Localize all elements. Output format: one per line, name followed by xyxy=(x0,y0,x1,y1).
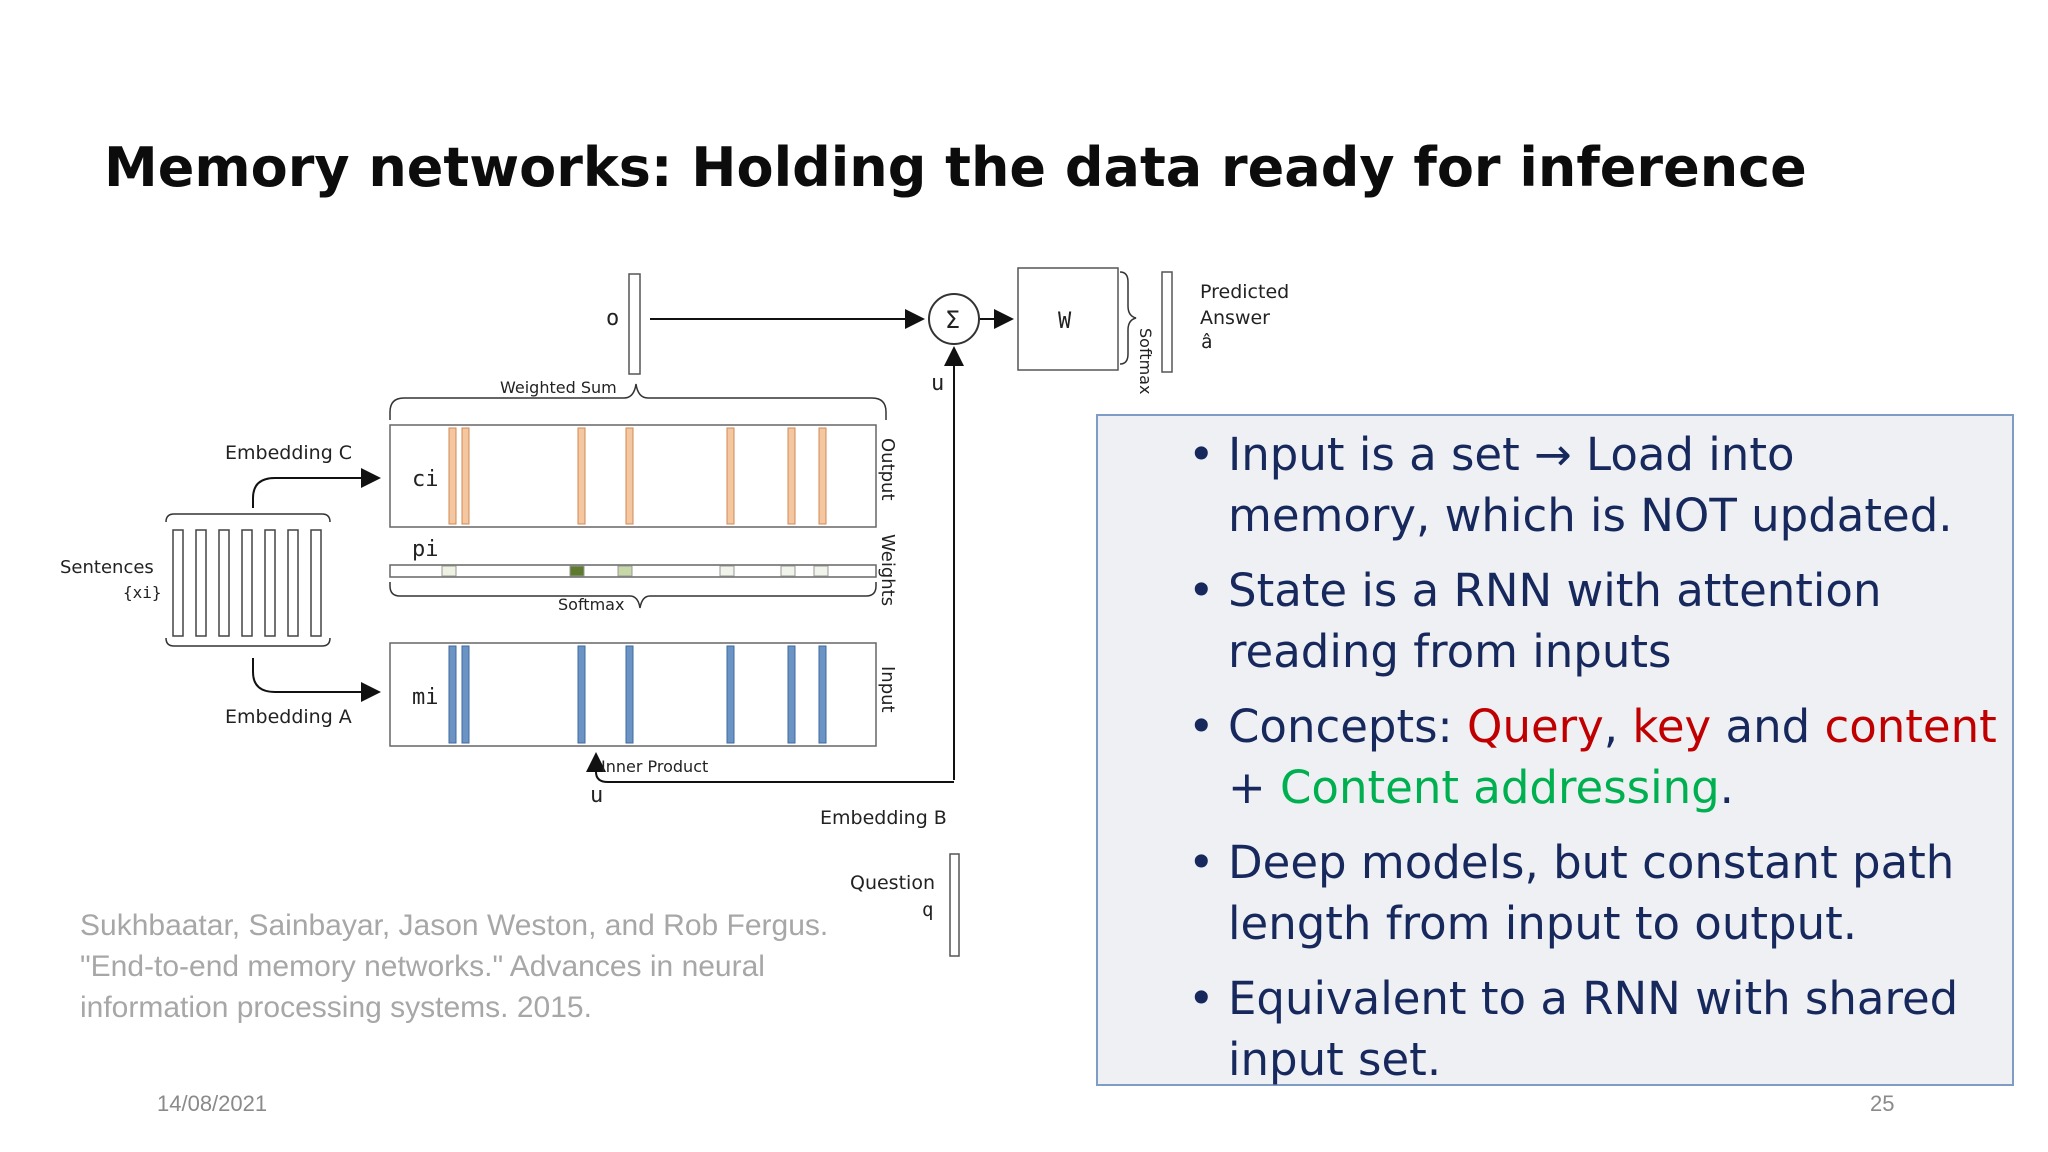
term-content-addressing: Content addressing xyxy=(1280,761,1720,814)
sigma-label: Σ xyxy=(945,306,960,334)
answer-vector xyxy=(1161,271,1173,373)
slide-title: Memory networks: Holding the data ready … xyxy=(104,136,1807,199)
bullet-concepts-and: and xyxy=(1711,700,1825,753)
bullet-concepts-period: . xyxy=(1719,761,1734,814)
input-label: Input xyxy=(877,666,898,713)
predicted-line2: Answer xyxy=(1200,307,1270,329)
input-bars xyxy=(448,645,827,744)
sentences-line1: Sentences xyxy=(60,557,154,578)
question-label: Question xyxy=(850,872,935,894)
page-number: 25 xyxy=(1870,1091,1895,1116)
weighted-sum-brace xyxy=(389,383,887,420)
o-label: o xyxy=(606,306,619,331)
softmax-label: Softmax xyxy=(558,595,624,614)
w-brace xyxy=(1119,271,1137,365)
w-matrix-box xyxy=(1017,267,1119,371)
softmax-vertical-label: Softmax xyxy=(1136,328,1155,394)
u-bottom-label: u xyxy=(590,783,603,808)
bullet-item: • Deep models, but constant path length … xyxy=(1098,832,2012,954)
term-query: Query xyxy=(1467,700,1604,753)
bullet-concepts-prefix: Concepts: xyxy=(1228,700,1468,753)
embedding-c-label: Embedding C xyxy=(225,442,352,464)
output-label: Output xyxy=(877,438,898,501)
output-bars xyxy=(448,427,827,525)
pi-label: pi xyxy=(412,537,439,562)
bullet-item: • Input is a set → Load into memory, whi… xyxy=(1098,424,2012,546)
w-label: W xyxy=(1058,309,1072,334)
weights-cells xyxy=(441,565,829,577)
o-vector xyxy=(628,273,641,375)
question-vector xyxy=(949,853,960,957)
citation: Sukhbaatar, Sainbayar, Jason Weston, and… xyxy=(80,909,829,1024)
bullet-text: Equivalent to a RNN with shared input se… xyxy=(1228,972,1959,1086)
bullet-list: • Input is a set → Load into memory, whi… xyxy=(1098,424,2012,1104)
predicted-line1: Predicted xyxy=(1200,281,1289,303)
term-key: key xyxy=(1632,700,1712,753)
bullet-concepts-plus: + xyxy=(1228,761,1281,814)
ci-label: ci xyxy=(412,467,439,492)
bullet-dot: • xyxy=(1188,428,1215,481)
memory-network-diagram: o Σ W Softmax Predicted Answer â u Weigh… xyxy=(60,267,1289,957)
bullet-text: State is a RNN with attention reading fr… xyxy=(1228,564,1882,678)
bullet-text: Deep models, but constant path length fr… xyxy=(1228,836,1955,950)
sum-node xyxy=(928,293,980,345)
summary-callout: • Input is a set → Load into memory, whi… xyxy=(1096,414,2014,1086)
weights-strip xyxy=(389,564,877,578)
sentence-vectors xyxy=(172,529,322,637)
inner-product-arrow xyxy=(586,752,954,783)
weights-label: Weights xyxy=(877,534,898,606)
embedding-a-arrow xyxy=(252,658,381,702)
q-label: q xyxy=(922,899,933,921)
u-top-label: u xyxy=(931,371,944,396)
bullet-text: Input is a set → Load into memory, which… xyxy=(1228,428,1953,542)
bullet-dot: • xyxy=(1188,700,1215,753)
predicted-a-label: â xyxy=(1201,331,1212,353)
footer-date: 14/08/2021 xyxy=(157,1091,268,1116)
sentences-brace xyxy=(165,513,331,647)
inner-product-label: Inner Product xyxy=(601,757,708,776)
bullet-dot: • xyxy=(1188,972,1215,1025)
bullet-item: • Equivalent to a RNN with shared input … xyxy=(1098,968,2012,1090)
bullet-item: • Concepts: Query, key and content + Con… xyxy=(1098,696,2012,818)
mi-label: mi xyxy=(412,685,439,710)
weighted-sum-label: Weighted Sum xyxy=(500,378,617,397)
bullet-item: • State is a RNN with attention reading … xyxy=(1098,560,2012,682)
softmax-brace xyxy=(389,582,877,609)
embedding-c-arrow xyxy=(252,468,381,508)
embedding-b-label: Embedding B xyxy=(820,807,947,829)
embedding-a-label: Embedding A xyxy=(225,706,352,728)
term-content: content xyxy=(1824,700,1997,753)
bullet-dot: • xyxy=(1188,836,1215,889)
bullet-dot: • xyxy=(1188,564,1215,617)
sentences-line2: {xi} xyxy=(123,583,162,602)
bullet-concepts-comma: , xyxy=(1603,700,1633,753)
